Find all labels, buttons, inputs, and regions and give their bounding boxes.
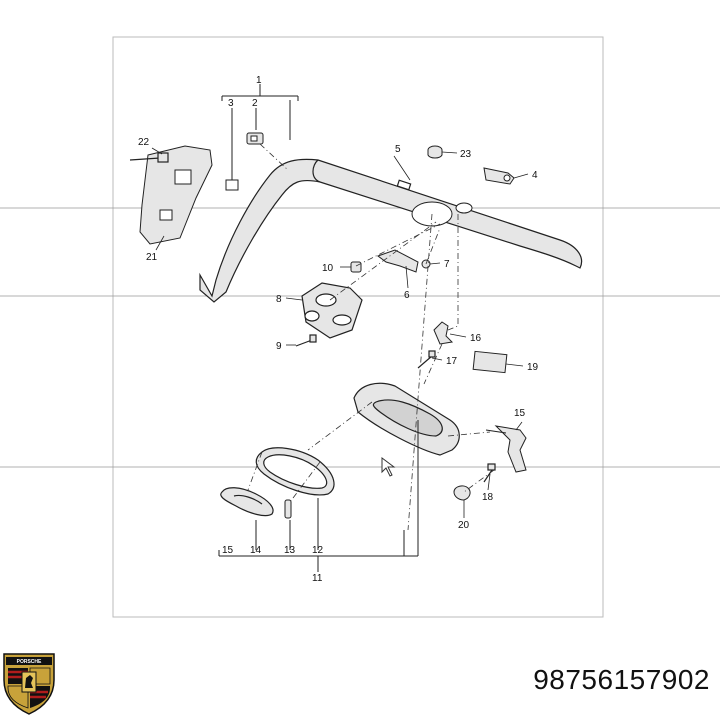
callout-19: 19 xyxy=(527,362,539,373)
bulb-part-13 xyxy=(284,499,292,519)
hinge-part-15 xyxy=(485,425,527,473)
callout-15-lens: 15 xyxy=(222,545,234,556)
sun-visor-part-11 xyxy=(353,382,460,456)
callout-11: 11 xyxy=(312,573,323,584)
callout-1: 1 xyxy=(256,75,262,86)
leader-lines xyxy=(151,147,529,518)
bracket-group-11 xyxy=(218,420,419,572)
crest-brand-text: PORSCHE xyxy=(17,659,42,665)
cap-part-20 xyxy=(453,485,471,501)
callout-21: 21 xyxy=(146,252,158,263)
callout-9: 9 xyxy=(276,341,282,352)
sensor-part-4 xyxy=(483,167,515,185)
clip-part-10 xyxy=(350,261,362,273)
roof-trim-part xyxy=(199,158,583,303)
callout-8: 8 xyxy=(276,294,282,305)
callout-10: 10 xyxy=(322,263,334,274)
callout-18: 18 xyxy=(482,492,494,503)
centre-lines xyxy=(247,143,495,531)
cursor-arrow-icon xyxy=(381,457,396,477)
callout-20: 20 xyxy=(458,520,470,531)
callout-3: 3 xyxy=(228,98,234,109)
mirror-frame-part-12 xyxy=(255,447,335,496)
callout-14: 14 xyxy=(250,545,262,556)
callout-15-hinge: 15 xyxy=(514,408,526,419)
lens-part-14 xyxy=(220,487,274,517)
callout-12: 12 xyxy=(312,545,324,556)
bracket-part-6 xyxy=(376,249,419,273)
grommet-part-23 xyxy=(427,145,443,159)
callout-7: 7 xyxy=(444,259,450,270)
tab-part-3 xyxy=(225,179,239,191)
hook-part-16 xyxy=(433,321,454,345)
light-housing-part-8 xyxy=(301,282,363,339)
callout-6: 6 xyxy=(404,290,410,301)
screw-part-9 xyxy=(295,334,317,347)
callout-23: 23 xyxy=(460,149,472,160)
callout-5: 5 xyxy=(395,144,401,155)
screw-part-22 xyxy=(129,152,169,163)
callout-16: 16 xyxy=(470,333,482,344)
bracket-group-1 xyxy=(221,84,299,180)
diagram-frame xyxy=(112,36,604,618)
callout-2: 2 xyxy=(252,98,258,109)
callout-17: 17 xyxy=(446,356,458,367)
clip-part-2 xyxy=(246,132,264,145)
label-part-19 xyxy=(472,350,508,374)
porsche-crest-logo: PORSCHE xyxy=(3,653,55,715)
callout-22: 22 xyxy=(138,137,150,148)
callout-13: 13 xyxy=(284,545,296,556)
bracket-part-21 xyxy=(139,145,213,245)
part-number: 98756157902 xyxy=(533,664,710,695)
callout-4: 4 xyxy=(532,170,538,181)
